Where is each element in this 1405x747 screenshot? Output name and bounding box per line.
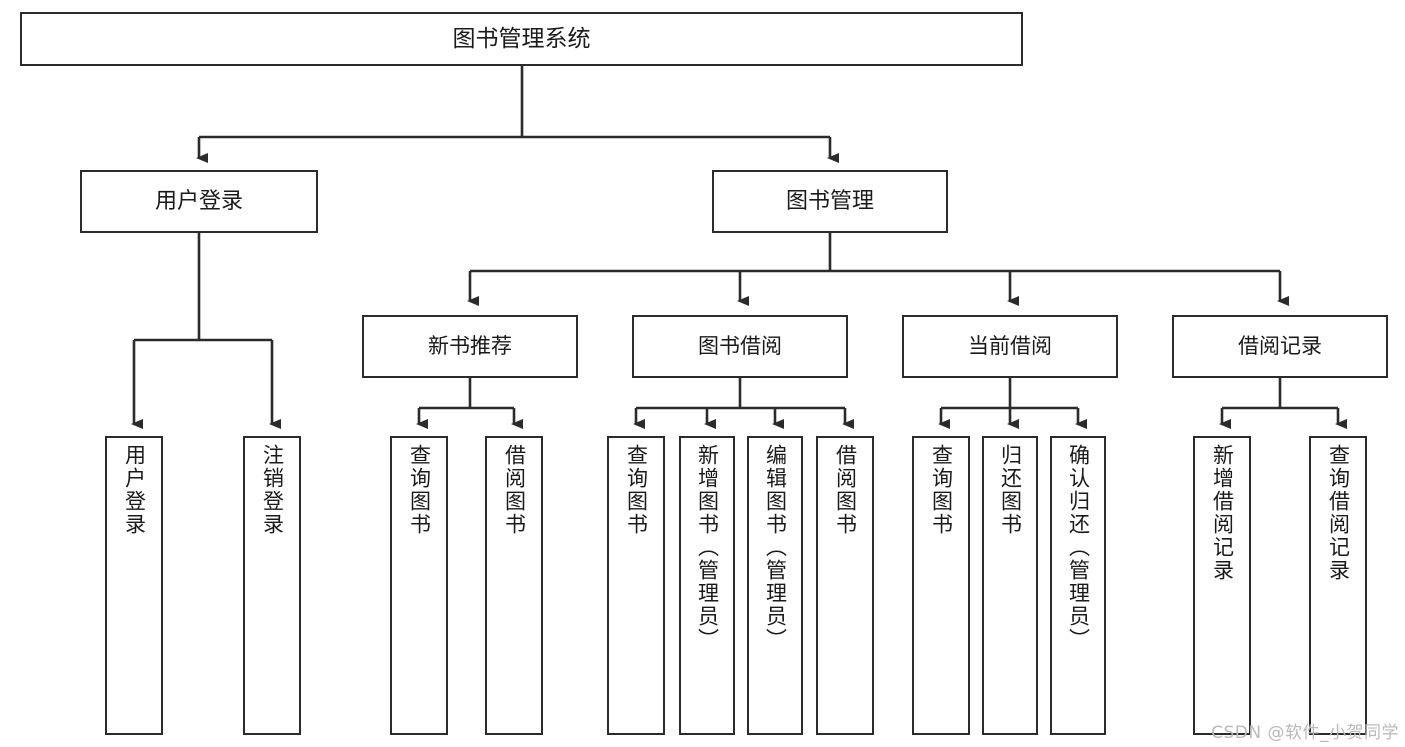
node-user-login[interactable]: 用户登录 [80, 170, 318, 233]
node-borrow-record-label: 借阅记录 [1238, 334, 1322, 359]
leaf-borrow-edit-book-label: 编辑图书（管理员） [763, 444, 788, 651]
leaf-user-login-login[interactable]: 用户登录 [105, 436, 163, 735]
leaf-record-add-record-label: 新增借阅记录 [1210, 444, 1235, 582]
leaf-recommend-query-book[interactable]: 查询图书 [390, 436, 448, 735]
leaf-record-add-record[interactable]: 新增借阅记录 [1193, 436, 1251, 735]
leaf-recommend-borrow-book-label: 借阅图书 [502, 444, 527, 536]
leaf-borrow-borrow-book[interactable]: 借阅图书 [816, 436, 874, 735]
node-new-book-recommend-label: 新书推荐 [428, 334, 512, 359]
leaf-user-login-logout[interactable]: 注销登录 [243, 436, 301, 735]
node-new-book-recommend[interactable]: 新书推荐 [362, 315, 578, 378]
node-current-borrow[interactable]: 当前借阅 [902, 315, 1118, 378]
leaf-borrow-add-book-label: 新增图书（管理员） [695, 444, 720, 651]
leaf-borrow-query-book[interactable]: 查询图书 [607, 436, 665, 735]
leaf-record-query-record[interactable]: 查询借阅记录 [1309, 436, 1367, 735]
leaf-borrow-borrow-book-label: 借阅图书 [833, 444, 858, 536]
node-book-management[interactable]: 图书管理 [712, 170, 948, 233]
leaf-record-query-record-label: 查询借阅记录 [1326, 444, 1351, 582]
leaf-recommend-borrow-book[interactable]: 借阅图书 [485, 436, 543, 735]
leaf-borrow-edit-book[interactable]: 编辑图书（管理员） [747, 436, 803, 735]
node-book-borrow-label: 图书借阅 [698, 334, 782, 359]
leaf-user-login-login-label: 用户登录 [122, 444, 147, 536]
node-current-borrow-label: 当前借阅 [968, 334, 1052, 359]
leaf-user-login-logout-label: 注销登录 [260, 444, 285, 536]
node-borrow-record[interactable]: 借阅记录 [1172, 315, 1388, 378]
leaf-current-return-book[interactable]: 归还图书 [982, 436, 1038, 735]
leaf-recommend-query-book-label: 查询图书 [407, 444, 432, 536]
node-root-system[interactable]: 图书管理系统 [20, 12, 1023, 66]
node-book-management-label: 图书管理 [785, 188, 874, 214]
leaf-current-query-book-label: 查询图书 [929, 444, 954, 536]
leaf-current-return-book-label: 归还图书 [998, 444, 1023, 536]
leaf-borrow-query-book-label: 查询图书 [624, 444, 649, 536]
node-root-system-label: 图书管理系统 [452, 25, 591, 52]
node-user-login-label: 用户登录 [154, 188, 243, 214]
node-book-borrow[interactable]: 图书借阅 [632, 315, 848, 378]
leaf-current-confirm-return[interactable]: 确认归还（管理员） [1050, 436, 1106, 735]
csdn-watermark: CSDN @软件_小贺同学 [1211, 723, 1399, 743]
leaf-borrow-add-book[interactable]: 新增图书（管理员） [679, 436, 735, 735]
leaf-current-confirm-return-label: 确认归还（管理员） [1066, 444, 1091, 651]
leaf-current-query-book[interactable]: 查询图书 [912, 436, 970, 735]
